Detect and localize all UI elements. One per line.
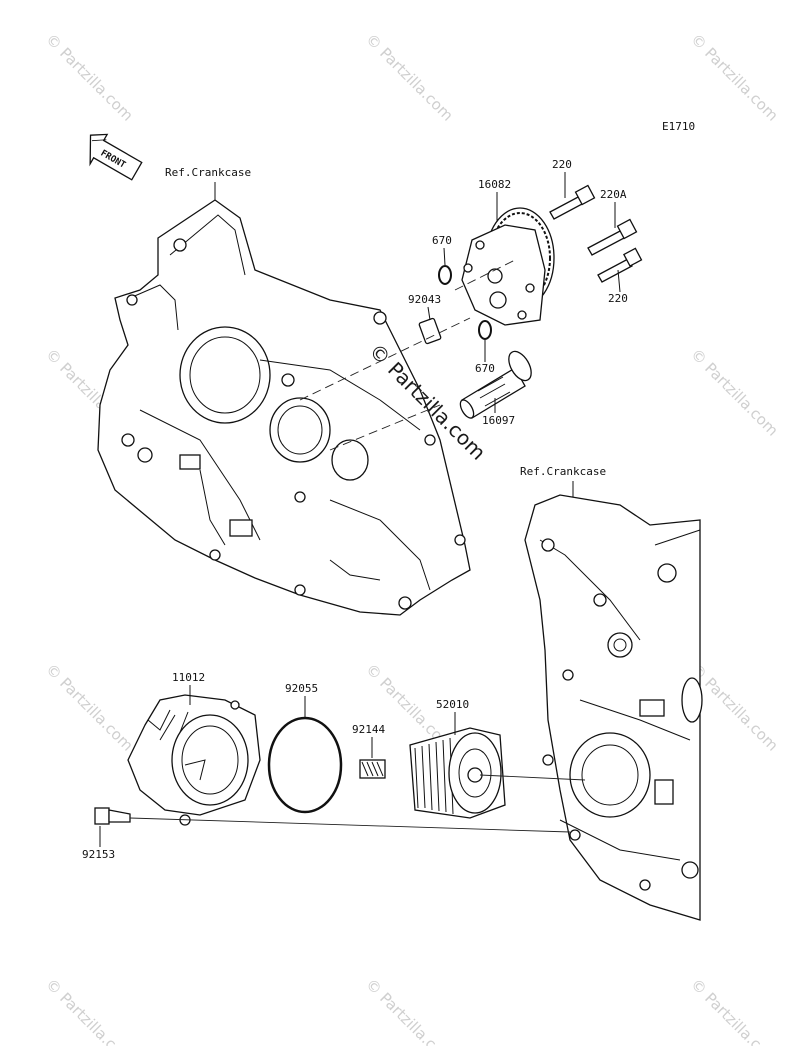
- front-arrow-icon: FRONT: [89, 133, 143, 181]
- oil-strainer-16097: [459, 350, 532, 419]
- ref-crankcase-label-left: Ref.Crankcase: [165, 166, 251, 179]
- bolt-92153: [94, 807, 131, 825]
- o-ring-670-bottom: [478, 320, 492, 340]
- right-crankcase: [524, 494, 703, 921]
- oil-filter-cover-11012: [127, 694, 261, 826]
- bolt-220-bottom: [597, 247, 643, 283]
- dowel-pin-92043: [418, 317, 442, 345]
- part-label-92144: 92144: [352, 723, 385, 736]
- bolt-220-top: [549, 184, 596, 220]
- bolt-220A: [587, 218, 638, 256]
- part-label-220A: 220A: [600, 188, 627, 201]
- watermark: © Partzilla.com: [687, 975, 782, 1046]
- ref-crankcase-label-right: Ref.Crankcase: [520, 465, 606, 478]
- oil-pump-gear: [461, 207, 555, 326]
- part-label-92153: 92153: [82, 848, 115, 861]
- o-ring-670-top: [438, 265, 452, 285]
- assembly-line: [454, 259, 516, 291]
- part-label-92043: 92043: [408, 293, 441, 306]
- watermark: © Partzilla.com: [362, 975, 457, 1046]
- watermark: © Partzilla.com: [362, 30, 457, 125]
- part-label-16082: 16082: [478, 178, 511, 191]
- part-label-670-bottom: 670: [475, 362, 495, 375]
- assembly-line: [479, 774, 586, 781]
- watermark: © Partzilla.com: [687, 345, 782, 440]
- o-ring-92055: [267, 716, 343, 814]
- watermark: © Partzilla.com: [42, 975, 137, 1046]
- part-label-11012: 11012: [172, 671, 205, 684]
- part-label-220-bottom: 220: [608, 292, 628, 305]
- watermark: © Partzilla.com: [42, 30, 137, 125]
- watermark: © Partzilla.com: [687, 30, 782, 125]
- assembly-line: [299, 317, 471, 401]
- part-label-92055: 92055: [285, 682, 318, 695]
- spring-92144: [359, 759, 386, 779]
- diagram-code: E1710: [662, 120, 695, 133]
- oil-filter-52010: [409, 727, 506, 819]
- part-label-670-top: 670: [432, 234, 452, 247]
- left-crankcase: [97, 199, 471, 616]
- part-label-220-top: 220: [552, 158, 572, 171]
- assembly-line: [329, 404, 441, 451]
- part-label-16097: 16097: [482, 414, 515, 427]
- assembly-line: [129, 817, 571, 833]
- watermark: © Partzilla.com: [42, 660, 137, 755]
- part-labels: 16082 220 220A 220 670 92043 670 16097 1…: [82, 158, 628, 861]
- part-label-52010: 52010: [436, 698, 469, 711]
